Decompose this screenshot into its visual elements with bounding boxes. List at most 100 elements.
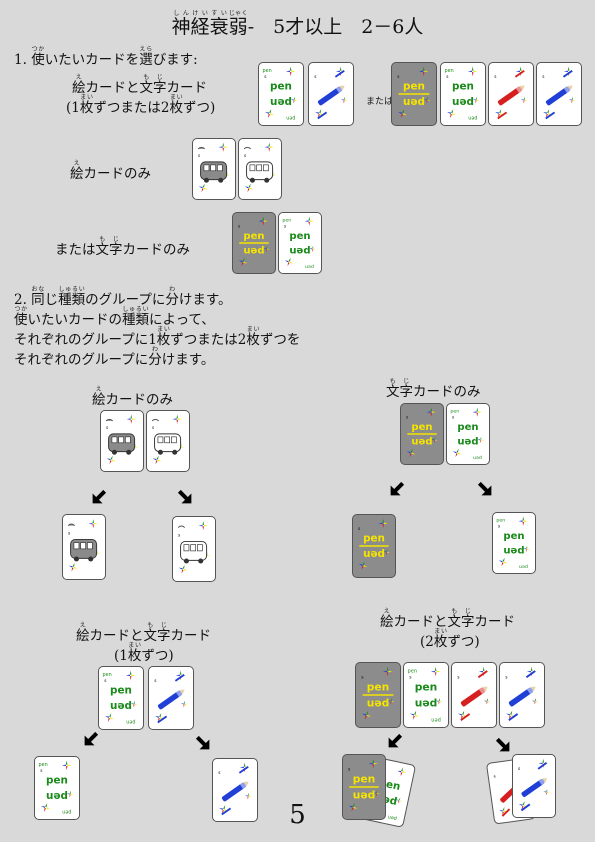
- card-word-flipped: uəd: [46, 790, 68, 802]
- card-vanline: s: [238, 138, 282, 200]
- card-art: pen uəd s: [397, 66, 431, 119]
- card-word: pen: [503, 531, 524, 542]
- card-s-mark: s: [498, 524, 500, 529]
- card-corner-text: pen: [450, 410, 459, 415]
- card-word: pen: [403, 81, 425, 93]
- card-word: pen: [110, 685, 132, 697]
- card-art: s: [151, 414, 184, 465]
- card-penred: s: [451, 662, 497, 728]
- card-word-flipped: uəd: [452, 96, 474, 108]
- arrow-down-right-icon: [495, 737, 510, 752]
- section-both-two: 絵えカードと文字もじカード: [380, 608, 515, 630]
- card-art: s: [243, 142, 276, 193]
- both-label: 絵えカードと文字もじカード: [72, 74, 207, 96]
- card-s-mark: s: [348, 768, 351, 773]
- card-word-flipped: uəd: [403, 96, 425, 108]
- card-s-mark: s: [238, 224, 240, 229]
- card-art: pen pen uəd uəd s: [39, 760, 74, 816]
- card-corner-text: pen: [445, 68, 454, 74]
- card-s-mark: s: [397, 75, 400, 80]
- card-corner-text-flipped: uəd: [431, 718, 441, 724]
- card-gray: pen uəd s: [352, 514, 396, 578]
- card-art: s: [105, 414, 138, 465]
- arrow-down-left-icon: [390, 481, 405, 496]
- arrow-down-left-icon: [388, 733, 403, 748]
- card-penred: s: [488, 62, 534, 126]
- card-corner-text-flipped: uəd: [305, 264, 314, 270]
- card-corner-text: pen: [496, 519, 505, 524]
- card-corner-text-flipped: uəd: [126, 720, 135, 726]
- card-penblue: s: [536, 62, 582, 126]
- card-word: pen: [367, 681, 390, 694]
- card-s-mark: s: [40, 769, 43, 774]
- card-word: pen: [46, 775, 68, 787]
- card-art: s: [218, 762, 252, 816]
- card-art: s: [518, 758, 550, 812]
- section-both-one: 絵えカードと文字もじカード: [76, 622, 211, 644]
- card-s-mark: s: [264, 75, 267, 80]
- card-corner-text: pen: [408, 668, 418, 674]
- card-gray: pen uəd s: [342, 754, 386, 820]
- card-s-mark: s: [106, 425, 108, 430]
- section-both-two-count: (2枚まいずつ): [420, 628, 480, 650]
- card-s-mark: s: [198, 153, 200, 158]
- card-word-flipped: uəd: [363, 548, 385, 560]
- card-s-mark: s: [244, 153, 246, 158]
- word-only-label: または文字もじカードのみ: [55, 236, 190, 258]
- card-word: pen: [457, 422, 478, 433]
- card-s-mark: s: [68, 531, 71, 536]
- or-label: または: [366, 97, 394, 107]
- card-s-mark: s: [406, 415, 408, 420]
- card-corner-text-flipped: uəd: [387, 814, 397, 822]
- card-word-flipped: uəd: [353, 788, 376, 801]
- card-s-mark: s: [518, 767, 521, 772]
- card-word-flipped: uəd: [457, 437, 478, 448]
- card-word: pen: [363, 533, 385, 545]
- card-corner-text: pen: [263, 68, 272, 74]
- card-corner-text: pen: [39, 762, 48, 768]
- card-corner-text-flipped: uəd: [473, 455, 482, 461]
- card-corner-text: pen: [282, 219, 291, 224]
- card-word-flipped: uəd: [270, 96, 292, 108]
- card-van: s: [100, 410, 144, 472]
- card-word: pen: [353, 773, 376, 786]
- arrow-down-right-icon: [477, 481, 492, 496]
- card-vanline: s: [172, 516, 216, 582]
- card-s-mark: s: [358, 527, 361, 532]
- arrow-down-right-icon: [177, 489, 192, 504]
- card-van: s: [62, 514, 106, 580]
- card-word: pen: [270, 81, 292, 93]
- card-art: s: [154, 670, 188, 724]
- card-s-mark: s: [152, 425, 154, 430]
- card-penblue: s: [148, 666, 194, 730]
- card-penblue: s: [499, 662, 545, 728]
- card-corner-text-flipped: uəd: [468, 116, 477, 122]
- card-art: s: [505, 666, 539, 722]
- card-s-mark: s: [361, 676, 364, 681]
- card-vanline: s: [146, 410, 190, 472]
- section-both-one-count: (1枚まいずつ): [114, 642, 174, 664]
- card-word: pen: [411, 422, 432, 433]
- card-word-flipped: uəd: [243, 246, 264, 257]
- card-corner-text-flipped: uəd: [62, 810, 71, 816]
- card-penblue: s: [212, 758, 258, 822]
- page-number: 5: [289, 800, 306, 830]
- step1-heading: 1. 使つかいたいカードを選えらびます:: [14, 46, 198, 68]
- card-s-mark: s: [494, 75, 497, 80]
- card-word-flipped: uəd: [289, 246, 310, 257]
- card-word-flipped: uəd: [415, 696, 438, 709]
- card-art: s: [494, 66, 528, 120]
- card-art: s: [197, 142, 230, 193]
- card-corner-text-flipped: uəd: [286, 116, 295, 122]
- card-s-mark: s: [493, 774, 496, 779]
- card-word: pen: [415, 681, 438, 694]
- section-picture-only: 絵えカードのみ: [92, 386, 173, 408]
